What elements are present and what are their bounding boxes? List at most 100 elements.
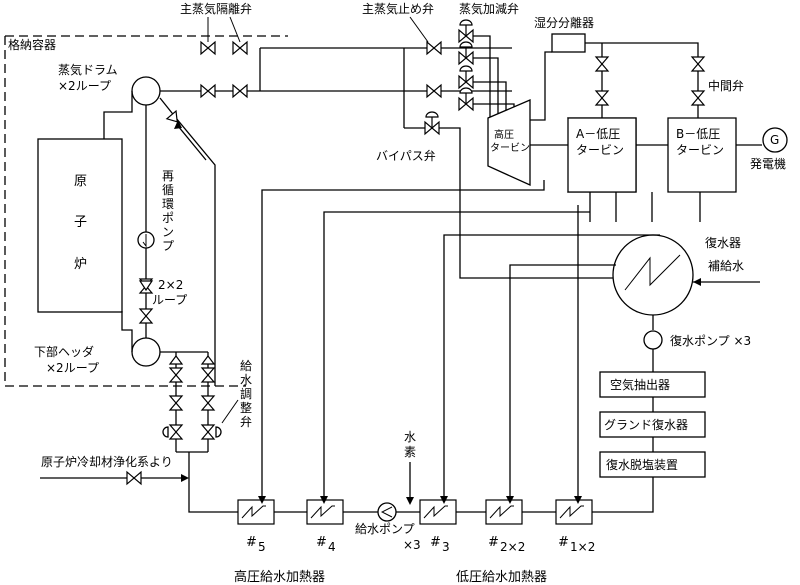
- main-stop-valve-2: [426, 84, 442, 98]
- fw-control-valve-label-5: 弁: [240, 414, 252, 429]
- msiv-valve-4: [232, 84, 248, 98]
- reactor-vessel: [37, 138, 123, 313]
- heater-3: [419, 499, 457, 525]
- intermediate-valve-3: [691, 56, 705, 72]
- lower-header-label-1: 下部ヘッダ: [34, 344, 94, 359]
- condenser: [612, 234, 694, 316]
- lp-turbine-b-label-1: B－低圧: [676, 127, 720, 141]
- relief-check-valve: [165, 109, 178, 123]
- condensate-pump: [643, 330, 663, 350]
- fw-valve-4: [201, 395, 215, 411]
- recirc-pump-label-2: 循: [162, 183, 174, 197]
- feedwater-pump-label-1: 給水ポンプ: [355, 522, 415, 536]
- condenser-label: 復水器: [705, 235, 741, 250]
- steam-drum-label-1: 蒸気ドラム: [58, 62, 118, 77]
- recirc-check-valve: [138, 280, 154, 292]
- heater-3-label: 3: [442, 540, 450, 554]
- fw-valve-2: [201, 367, 215, 383]
- hydrogen-label-2: 素: [404, 445, 416, 459]
- intermediate-valve-2: [595, 90, 609, 106]
- makeup-water-label: 補給水: [708, 259, 744, 273]
- heater-5: [237, 499, 275, 525]
- steam-control-valve-label: 蒸気加減弁: [459, 1, 519, 16]
- moisture-separator-label: 湿分分離器: [534, 15, 594, 30]
- bypass-valve-label: バイパス弁: [376, 148, 436, 163]
- relief-line: [159, 97, 216, 386]
- reactor-label-2: 子: [74, 215, 87, 230]
- extraction-3: [443, 234, 660, 500]
- main-stop-valve-1: [426, 41, 442, 55]
- demineralizer-label: 復水脱塩装置: [606, 457, 678, 472]
- lp-turbine-a-label-2: タービン: [576, 143, 624, 157]
- recirc-valve-2: [139, 308, 153, 324]
- gland-condenser: [599, 411, 706, 438]
- intermediate-valve-4: [691, 90, 705, 106]
- control-valve-4: [458, 87, 474, 111]
- reactor-label-3: 炉: [74, 257, 87, 272]
- feedwater-pump-label-2: ×3: [403, 538, 421, 552]
- recirc-loops-label-2: ループ: [152, 293, 187, 307]
- bypass-valve: [424, 111, 440, 135]
- downcomer-pipe: [121, 311, 133, 352]
- hp-turbine-label-2: タービン: [490, 142, 530, 154]
- msiv-valve-1: [200, 41, 216, 55]
- recirc-pump-label-6: プ: [162, 239, 174, 253]
- fw-control-valve-label-4: 整: [240, 400, 252, 415]
- heater-1: [555, 499, 593, 525]
- containment-boundary: [4, 35, 288, 387]
- containment-label: 格納容器: [8, 37, 56, 52]
- fw-control-valve-label-1: 給: [240, 359, 252, 373]
- hydrogen-label-1: 水: [404, 430, 416, 444]
- heater-5-label: 5: [258, 540, 266, 554]
- heater-2: [485, 499, 523, 525]
- extraction-2: [509, 264, 616, 500]
- fw-control-valve-1: [169, 424, 183, 440]
- steam-drum: [131, 76, 161, 106]
- gland-condenser-label: グランド復水器: [604, 417, 688, 432]
- lp-turbine-a-label-1: A－低圧: [576, 127, 620, 141]
- recirc-pump-label-5: ン: [162, 225, 174, 239]
- cleanup-valve: [126, 471, 142, 485]
- hp-turbine: [487, 99, 531, 187]
- recirc-loops-label-1: 2×2: [158, 278, 183, 292]
- fw-control-valve-label-2: 水: [240, 373, 252, 387]
- riser-pipe: [103, 91, 133, 139]
- control-valve-3: [458, 65, 474, 89]
- lp-turbine-b-label-2: タービン: [676, 143, 724, 157]
- intermediate-valve-label: 中間弁: [708, 78, 744, 93]
- main-stop-valve-label: 主蒸気止め弁: [362, 1, 434, 16]
- reactor-cleanup-label: 原子炉冷却材浄化系より: [41, 455, 173, 469]
- heater-2-label: 2×2: [500, 540, 525, 554]
- control-valve-2: [458, 41, 474, 65]
- condensate-pump-label: 復水ポンプ ×3: [670, 333, 751, 348]
- heater-5-mark: #: [246, 535, 257, 550]
- msiv-valve-3: [200, 84, 216, 98]
- recirc-pump-label-1: 再: [162, 169, 174, 183]
- heater-4-label: 4: [328, 540, 336, 554]
- air-ejector-label: 空気抽出器: [610, 377, 670, 392]
- extraction-4: [323, 211, 590, 500]
- steam-drum-label-2: ×2ループ: [58, 79, 111, 93]
- moisture-separator: [551, 33, 586, 53]
- extraction-5: [261, 180, 545, 500]
- fw-control-valve-label-3: 調: [240, 387, 252, 401]
- generator-label: 発電機: [750, 156, 786, 171]
- air-ejector: [599, 371, 706, 398]
- relief-arrow: [177, 125, 207, 161]
- msiv-valve-2: [232, 41, 248, 55]
- fw-valve-1: [169, 367, 183, 383]
- lp-turbine-b: [667, 117, 737, 193]
- hp-heaters-label: 高圧給水加熱器: [234, 569, 325, 585]
- lower-header-label-2: ×2ループ: [46, 361, 99, 375]
- recirc-pump-label-4: ポ: [162, 211, 174, 225]
- fw-valve-3: [169, 395, 183, 411]
- heater-2-mark: #: [488, 535, 499, 550]
- heater-4-mark: #: [316, 535, 327, 550]
- control-valve-1: [458, 19, 474, 43]
- generator: [762, 127, 788, 153]
- heater-1-label: 1×2: [570, 540, 595, 554]
- reactor-label-1: 原: [74, 174, 87, 189]
- feedwater-pump: [377, 502, 397, 522]
- fw-control-valve-2: [201, 424, 215, 440]
